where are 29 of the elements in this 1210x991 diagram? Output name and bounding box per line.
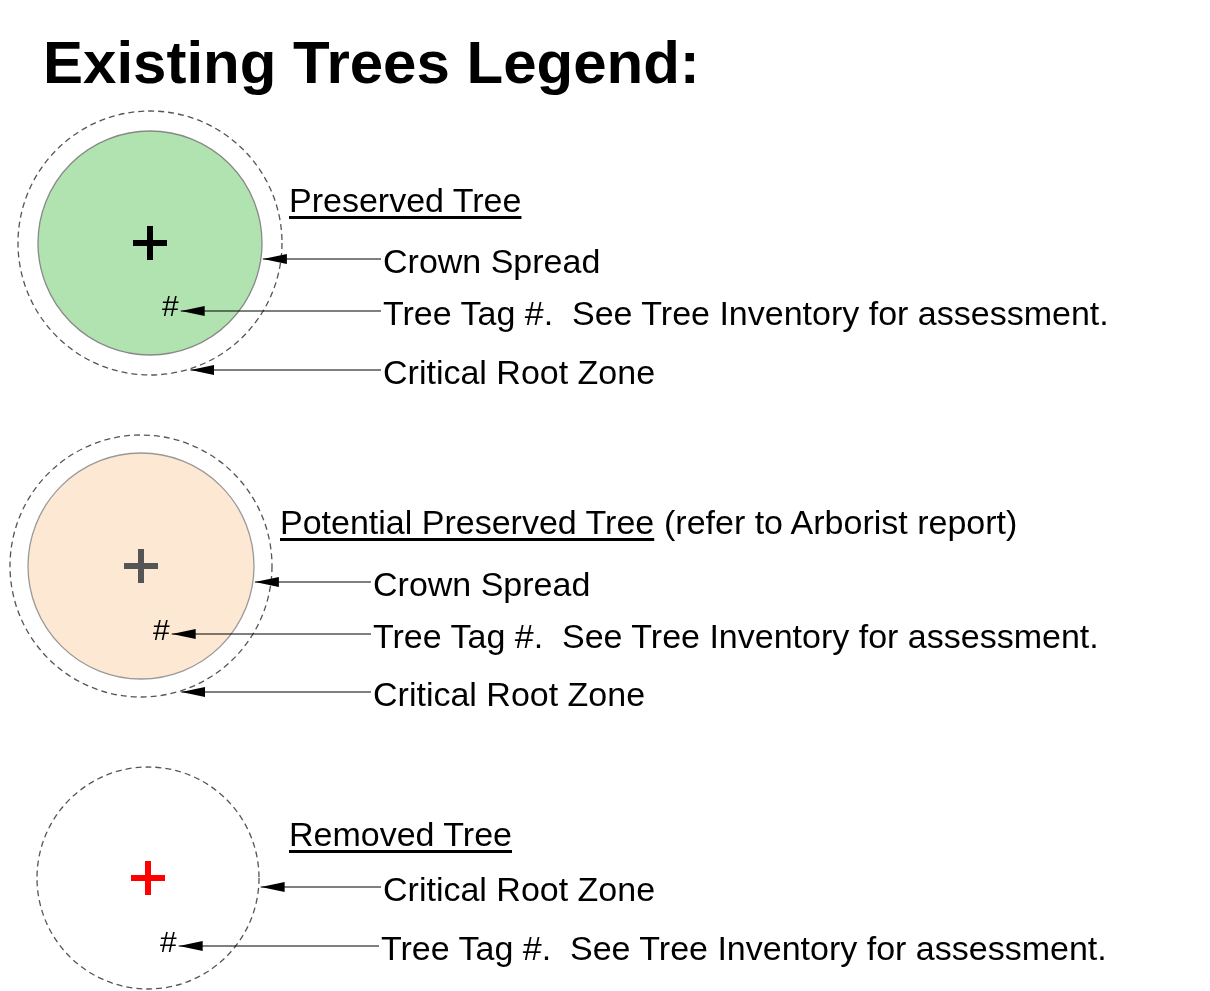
tree-tag-symbol: # (160, 924, 177, 960)
legend-title: Existing Trees Legend: (43, 28, 700, 98)
leader-arrow (180, 687, 372, 697)
crown-circle (27, 452, 255, 680)
callout-text: Critical Root Zone (373, 674, 646, 714)
tree-tag-symbol: # (162, 288, 179, 324)
leader-arrow (254, 577, 372, 587)
section-heading: Potential Preserved Tree (280, 502, 655, 542)
leader-arrow (171, 629, 372, 639)
section-heading: Removed Tree (289, 814, 512, 854)
leader-arrow (180, 306, 382, 316)
leader-arrow (178, 941, 380, 951)
note-text: (refer to Arborist report) (664, 502, 1018, 542)
callout-text: Crown Spread (383, 241, 601, 281)
leader-arrow (262, 254, 382, 264)
callout-text: Tree Tag #. See Tree Inventory for assessment. (383, 293, 1109, 333)
crown-circle (37, 130, 263, 356)
callout-text: Critical Root Zone (383, 869, 656, 909)
callout-text: Crown Spread (373, 564, 591, 604)
root-zone-circle (36, 766, 260, 990)
callout-text: Tree Tag #. See Tree Inventory for assessment. (381, 928, 1107, 968)
callout-text: Tree Tag #. See Tree Inventory for assessment. (373, 616, 1099, 656)
root-zone-circle (9, 434, 273, 698)
section-heading: Preserved Tree (289, 180, 522, 220)
callout-text: Critical Root Zone (383, 352, 656, 392)
tree-tag-symbol: # (153, 612, 170, 648)
leader-arrow (260, 882, 382, 892)
root-zone-circle (17, 110, 283, 376)
leader-arrow (189, 365, 382, 375)
